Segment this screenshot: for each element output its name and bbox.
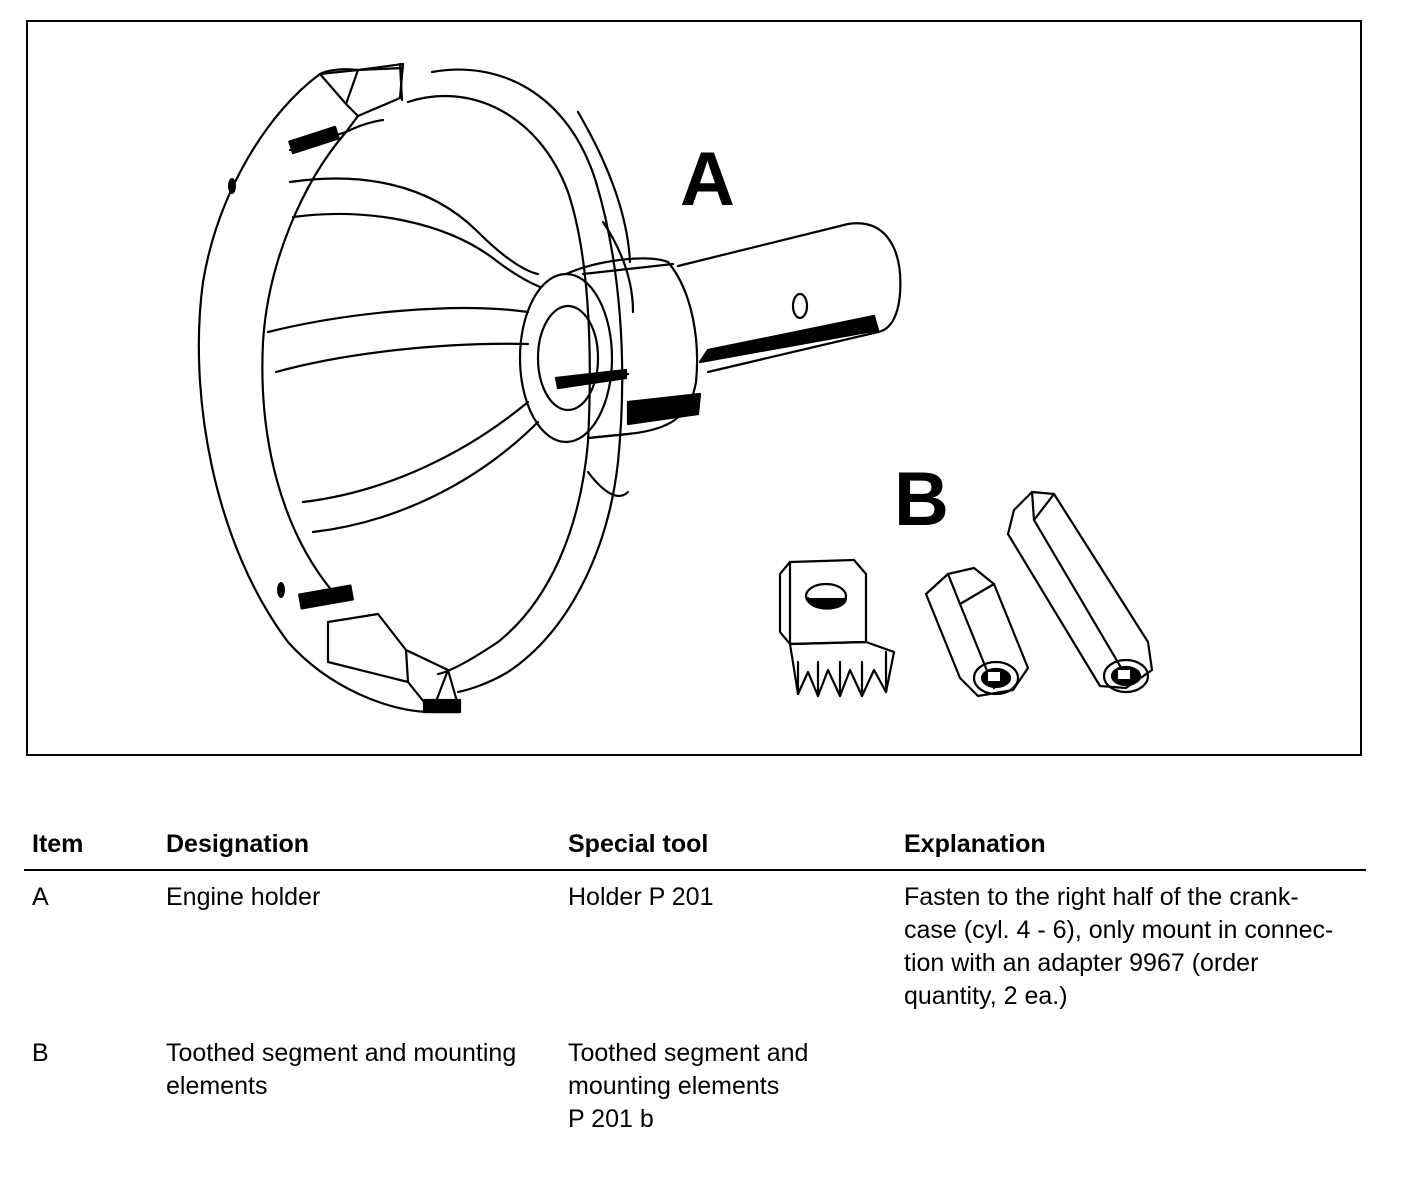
header-item: Item (24, 828, 158, 871)
row-b-item: B (32, 1039, 49, 1067)
special-tools-table: Item Designation Special tool Explanatio… (24, 828, 1366, 1150)
table-row: A Engine holder Holder P 201 Fasten to t… (24, 870, 1366, 1027)
row-a-explanation-line: tion with an adapter 9967 (order (904, 949, 1259, 977)
row-a-explanation-line: quantity, 2 ea.) (904, 982, 1068, 1010)
row-a-explanation: Fasten to the right half of the crank- c… (896, 870, 1366, 1027)
engine-holder-drawing (197, 62, 902, 714)
row-b-designation-line: Toothed segment and mounting (166, 1039, 517, 1067)
header-special-tool: Special tool (560, 828, 896, 871)
row-b-special-tool-line: P 201 b (568, 1105, 654, 1133)
callout-label-a: A (680, 137, 735, 222)
long-hex-sleeve-drawing (1006, 490, 1154, 694)
row-b-special-tool-line: Toothed segment and (568, 1039, 809, 1067)
row-a-explanation-line: Fasten to the right half of the crank- (904, 883, 1299, 911)
row-a-designation-line: Engine holder (166, 883, 321, 911)
row-b-designation-line: elements (166, 1072, 268, 1100)
row-a-explanation-line: case (cyl. 4 - 6), only mount in connec- (904, 916, 1334, 944)
row-a-designation: Engine holder (158, 870, 560, 1027)
table-header-row: Item Designation Special tool Explanatio… (24, 828, 1366, 871)
short-hex-sleeve-drawing (924, 566, 1030, 698)
row-a-special-tool: Holder P 201 (560, 870, 896, 1027)
row-b-explanation (896, 1027, 1366, 1150)
row-b-designation: Toothed segment and mounting elements (158, 1027, 560, 1150)
header-explanation: Explanation (896, 828, 1366, 871)
row-b-special-tool-line: mounting elements (568, 1072, 780, 1100)
row-b-special-tool: Toothed segment and mounting elements P … (560, 1027, 896, 1150)
toothed-segment-drawing (778, 558, 896, 698)
callout-label-b: B (894, 457, 949, 542)
header-designation: Designation (158, 828, 560, 871)
engine-holder-illustration (197, 62, 1154, 714)
row-a-special-tool-line: Holder P 201 (568, 883, 714, 911)
tool-illustration-frame: A B (26, 20, 1362, 756)
table-row: B Toothed segment and mounting elements … (24, 1027, 1366, 1150)
row-a-item: A (32, 883, 49, 911)
